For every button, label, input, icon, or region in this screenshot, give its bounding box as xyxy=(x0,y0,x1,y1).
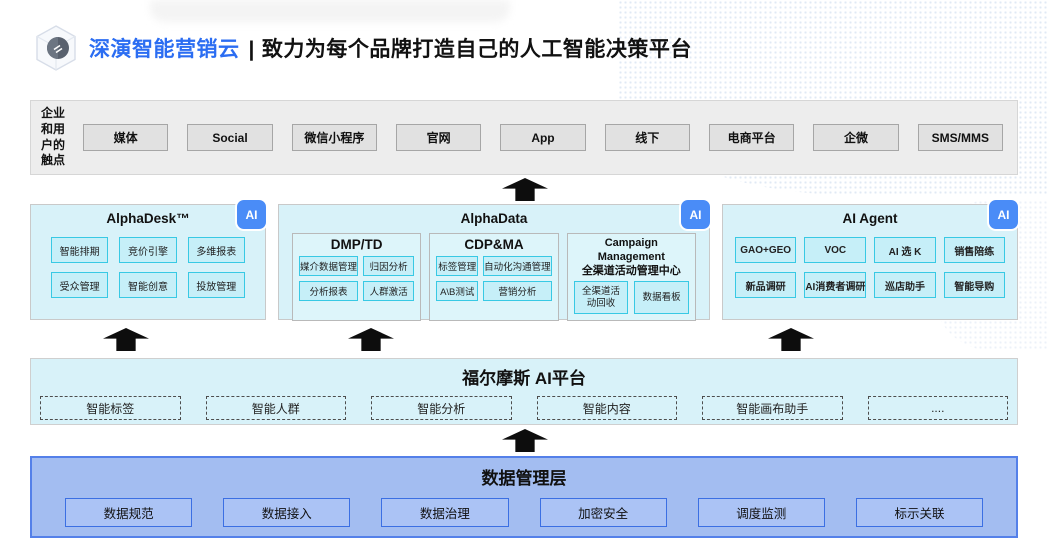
campaign-title-en: Campaign Management xyxy=(597,237,665,263)
data-layer-items: 数据规范 数据接入 数据治理 加密安全 调度监测 标示关联 xyxy=(65,498,984,527)
chip-bidding-engine: 竞价引擎 xyxy=(119,237,177,263)
brand-cube-logo-icon xyxy=(36,25,76,71)
chip-sales-coaching: 销售陪练 xyxy=(943,237,1005,263)
chip-smart-creative: 智能创意 xyxy=(119,272,177,298)
chip-ai-consumer-research: AI消费者调研 xyxy=(804,272,867,298)
panel-alphadata: AI AlphaData DMP/TD 媒介数据管理 归因分析 分析报表 人群激… xyxy=(278,198,712,322)
data-item-id-linking: 标示关联 xyxy=(855,498,984,527)
touchpoints-bar: 企业和用户的触点 媒体 Social 微信小程序 官网 App 线下 电商平台 … xyxy=(30,100,1018,175)
chip-omnichannel-campaign-recycle: 全渠道活动回收 xyxy=(573,281,629,315)
background-blur-shape xyxy=(150,0,510,22)
chip-analysis-report: 分析报表 xyxy=(299,281,359,301)
touchpoint-app: App xyxy=(500,124,586,151)
panel-alphadesk: AI AlphaDesk™ 智能排期 竞价引擎 多维报表 受众管理 智能创意 投… xyxy=(30,198,268,320)
chip-audience-mgmt: 受众管理 xyxy=(51,272,109,298)
chip-audience-activation: 人群激活 xyxy=(363,281,415,301)
alphadata-groups: DMP/TD 媒介数据管理 归因分析 分析报表 人群激活 CDP&MA 标签管理… xyxy=(292,233,696,322)
group-dmp-td: DMP/TD 媒介数据管理 归因分析 分析报表 人群激活 xyxy=(292,233,422,322)
data-item-scheduling-monitoring: 调度监测 xyxy=(697,498,825,527)
chip-new-product-research: 新品调研 xyxy=(735,272,797,298)
platform-item-smart-tags: 智能标签 xyxy=(40,396,181,420)
campaign-title-cn: 全渠道活动管理中心 xyxy=(581,264,681,277)
ai-platform-items: 智能标签 智能人群 智能分析 智能内容 智能画布助手 .... xyxy=(40,396,1008,420)
platform-item-smart-canvas-assistant: 智能画布助手 xyxy=(702,396,843,420)
data-management-layer: 数据管理层 数据规范 数据接入 数据治理 加密安全 调度监测 标示关联 xyxy=(30,456,1018,538)
alphadesk-chip-grid: 智能排期 竞价引擎 多维报表 受众管理 智能创意 投放管理 xyxy=(51,237,245,298)
chip-smart-scheduling: 智能排期 xyxy=(51,237,109,263)
chip-multidim-report: 多维报表 xyxy=(187,237,245,263)
ai-badge: AI xyxy=(987,198,1020,231)
title-tagline: 致力为每个品牌打造自己的人工智能决策平台 xyxy=(261,38,692,61)
group-dmp-td-title: DMP/TD xyxy=(330,237,383,252)
up-arrow-icon xyxy=(348,328,394,351)
ai-badge: AI xyxy=(235,198,268,231)
ai-badge: AI xyxy=(679,198,712,231)
ai-agent-chip-grid: GAO+GEO VOC AI 选 K 销售陪练 新品调研 AI消费者调研 巡店助… xyxy=(735,237,1005,298)
header: 深演智能营销云 | 致力为每个品牌打造自己的人工智能决策平台 xyxy=(33,24,692,72)
touchpoint-offline: 线下 xyxy=(604,124,690,151)
touchpoint-social: Social xyxy=(187,124,273,151)
chip-ab-test: A\B测试 xyxy=(436,281,479,301)
chip-store-patrol-assistant: 巡店助手 xyxy=(874,272,936,298)
touchpoint-media: 媒体 xyxy=(83,124,169,151)
touchpoint-sms-mms: SMS/MMS xyxy=(917,124,1003,151)
page-title: 深演智能营销云 | 致力为每个品牌打造自己的人工智能决策平台 xyxy=(89,33,692,63)
chip-automated-comm-mgmt: 自动化沟通管理 xyxy=(483,256,552,276)
platform-item-smart-audience: 智能人群 xyxy=(205,396,346,420)
ai-platform-title: 福尔摩斯 AI平台 xyxy=(462,369,586,388)
touchpoint-wechat-miniprogram: 微信小程序 xyxy=(291,124,377,151)
alphadata-title: AlphaData xyxy=(460,211,528,226)
chip-ai-select-k: AI 选 K xyxy=(874,237,936,263)
chip-marketing-analysis: 营销分析 xyxy=(483,281,552,301)
up-arrow-icon xyxy=(768,328,814,351)
platform-item-more: .... xyxy=(867,396,1008,420)
data-layer-title: 数据管理层 xyxy=(481,469,567,488)
brand-name: 深演智能营销云 xyxy=(89,38,240,61)
data-item-data-ingestion: 数据接入 xyxy=(223,498,351,527)
title-separator: | xyxy=(248,38,255,61)
touchpoint-ecommerce: 电商平台 xyxy=(708,124,795,151)
chip-attribution-analysis: 归因分析 xyxy=(363,256,415,276)
alphadesk-title: AlphaDesk™ xyxy=(106,211,190,226)
panel-ai-agent: AI AI Agent GAO+GEO VOC AI 选 K 销售陪练 新品调研… xyxy=(722,198,1020,320)
chip-tag-mgmt: 标签管理 xyxy=(436,256,479,276)
ai-agent-title: AI Agent xyxy=(842,211,898,226)
data-item-encryption-security: 加密安全 xyxy=(539,498,667,527)
up-arrow-icon xyxy=(103,328,149,351)
chip-gao-geo: GAO+GEO xyxy=(735,237,797,263)
group-campaign-mgmt: Campaign Management 全渠道活动管理中心 全渠道活动回收 数据… xyxy=(566,233,696,322)
chip-delivery-mgmt: 投放管理 xyxy=(187,272,245,298)
ai-platform-band: 福尔摩斯 AI平台 智能标签 智能人群 智能分析 智能内容 智能画布助手 ...… xyxy=(30,358,1018,425)
touchpoints-label: 企业和用户的触点 xyxy=(41,106,66,168)
touchpoints-list: 媒体 Social 微信小程序 官网 App 线下 电商平台 企微 SMS/MM… xyxy=(83,124,1003,151)
chip-data-dashboard: 数据看板 xyxy=(634,281,689,315)
group-campaign-title: Campaign Management 全渠道活动管理中心 xyxy=(574,237,689,278)
up-arrow-icon xyxy=(502,178,548,201)
group-cdp-ma: CDP&MA 标签管理 自动化沟通管理 A\B测试 营销分析 xyxy=(429,233,559,322)
group-cdp-ma-title: CDP&MA xyxy=(464,237,524,252)
product-panels-row: AI AlphaDesk™ 智能排期 竞价引擎 多维报表 受众管理 智能创意 投… xyxy=(30,198,1020,322)
platform-item-smart-content: 智能内容 xyxy=(536,396,677,420)
chip-smart-shopping-guide: 智能导购 xyxy=(943,272,1005,298)
touchpoint-wecom: 企微 xyxy=(813,124,899,151)
touchpoint-website: 官网 xyxy=(395,124,482,151)
platform-item-smart-analysis: 智能分析 xyxy=(371,396,512,420)
up-arrow-icon xyxy=(502,429,548,452)
chip-media-data-mgmt: 媒介数据管理 xyxy=(299,256,359,276)
data-item-data-governance: 数据治理 xyxy=(381,498,509,527)
data-item-data-standards: 数据规范 xyxy=(65,498,193,527)
chip-voc: VOC xyxy=(804,237,867,263)
